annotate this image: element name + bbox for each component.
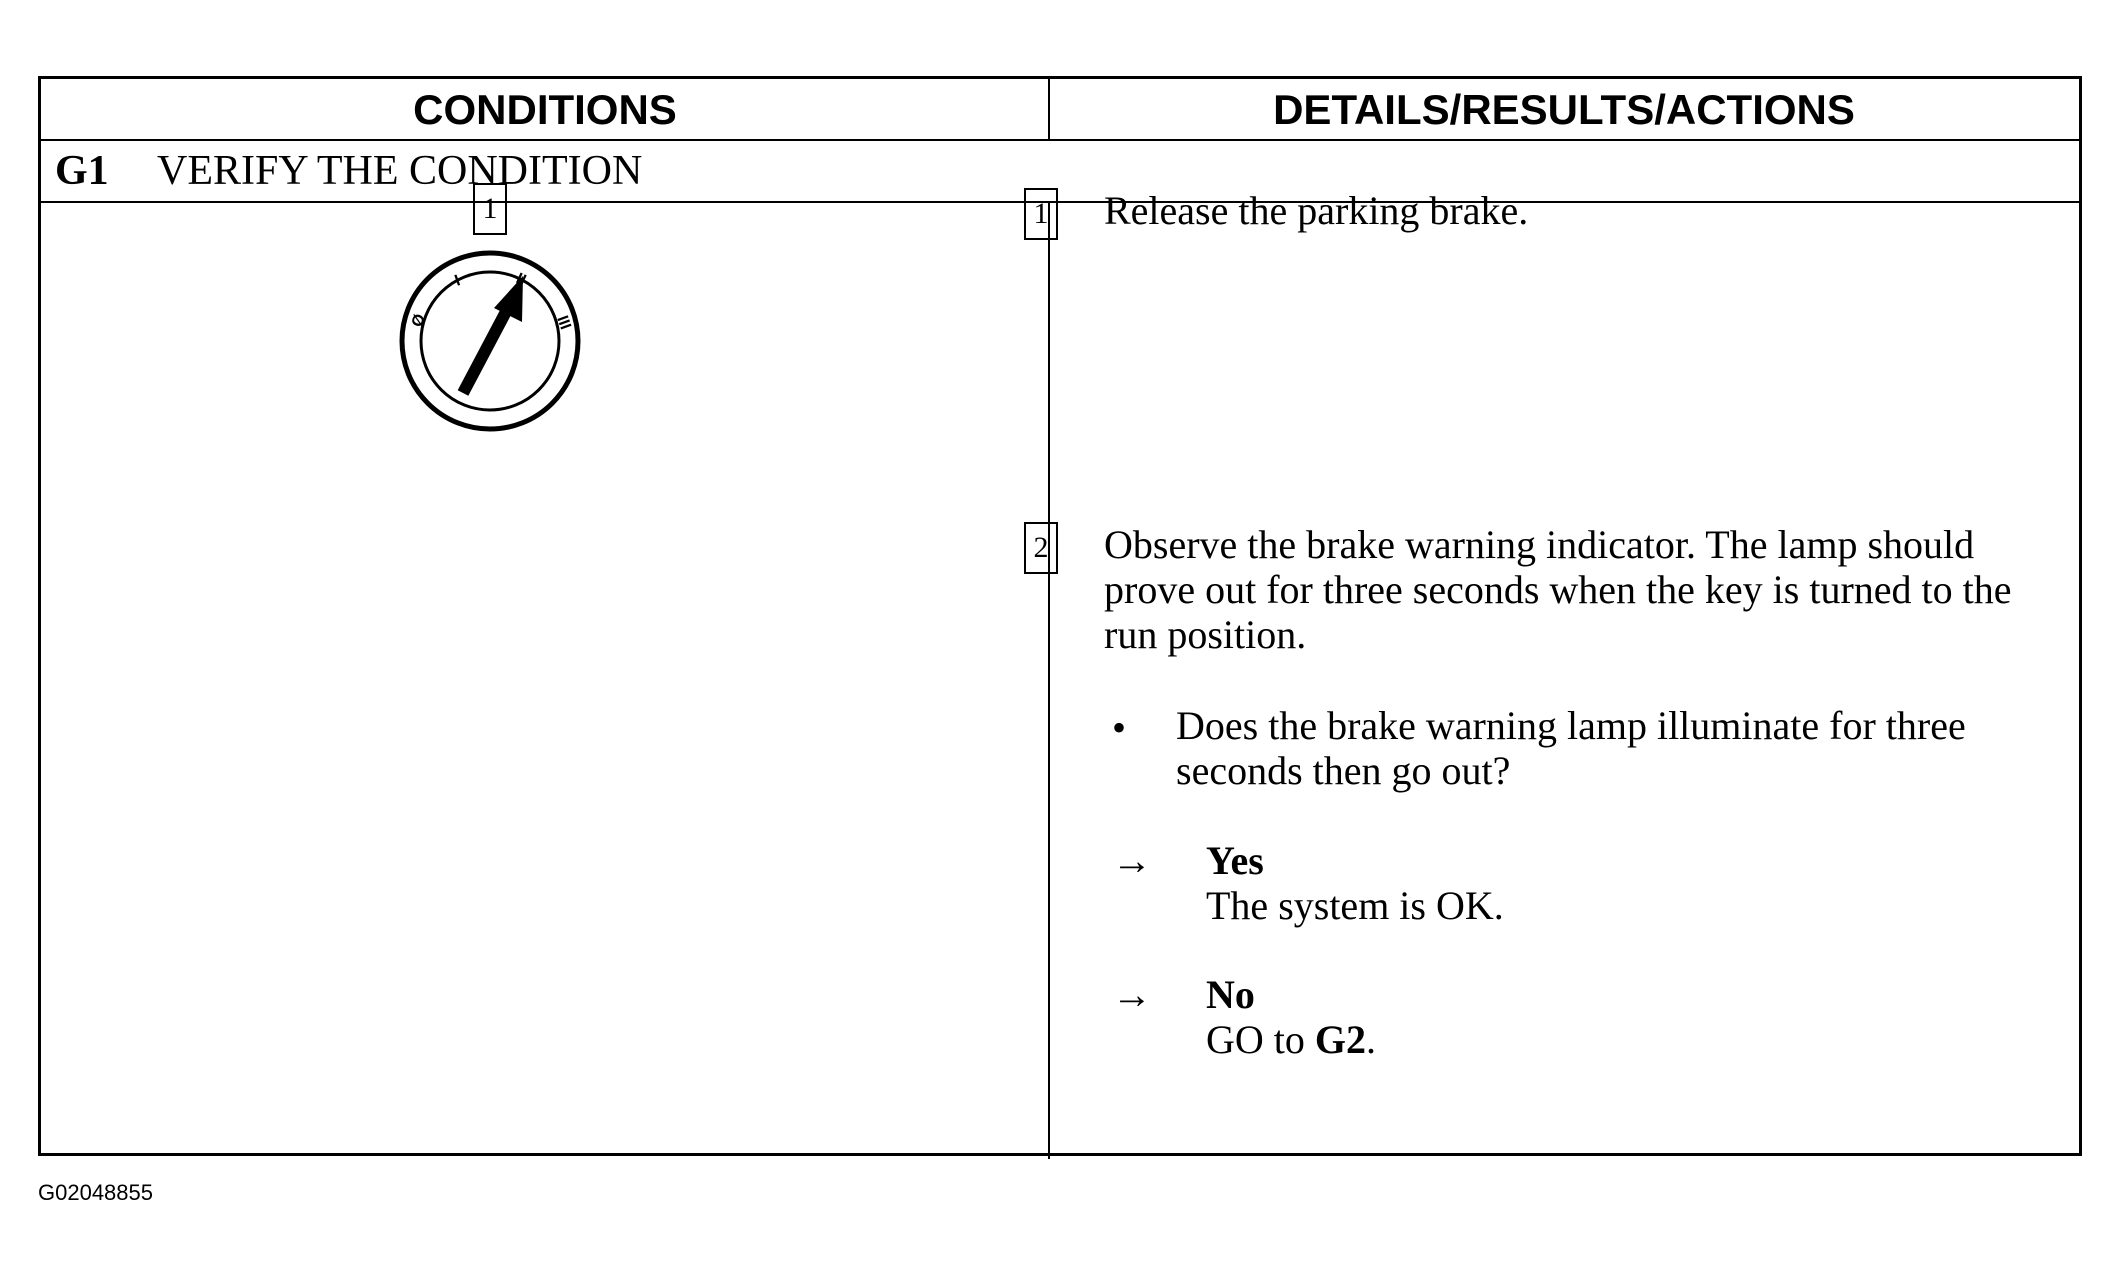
conditions-header: CONDITIONS (413, 86, 677, 133)
yes-label: Yes (1206, 838, 1264, 883)
column-divider (1048, 203, 1050, 1159)
no-arrow-icon: → (1112, 972, 1152, 1017)
dial-label-off: Ø (409, 312, 429, 330)
yes-arrow-icon: → (1112, 838, 1152, 883)
action-text-1: Release the parking brake. (1104, 188, 1529, 233)
step-title: VERIFY THE CONDITION (157, 148, 643, 194)
ignition-key-run-position-icon: Ø I II III (399, 250, 581, 432)
dial-label-acc: I (453, 272, 463, 289)
header-divider (1048, 79, 1050, 141)
table-header-row: CONDITIONS DETAILS/RESULTS/ACTIONS (41, 79, 2079, 141)
details-header: DETAILS/RESULTS/ACTIONS (1273, 86, 1855, 133)
yes-result-text: The system is OK. (1206, 883, 1504, 928)
no-result-prefix: GO to (1206, 1017, 1315, 1062)
no-result-text: GO to G2. (1206, 1017, 1376, 1062)
no-label: No (1206, 972, 1255, 1017)
step-id: G1 (55, 148, 109, 194)
condition-number-box: 1 (473, 183, 507, 235)
step-title-row: G1 VERIFY THE CONDITION (41, 141, 2079, 203)
action-text-2: Observe the brake warning indicator. The… (1104, 522, 2012, 657)
go-to-step-link[interactable]: G2 (1314, 1017, 1367, 1062)
dial-label-start: III (553, 314, 574, 332)
bullet-icon: • (1112, 705, 1127, 750)
no-result-suffix: . (1366, 1017, 1377, 1062)
action-number-box-2: 2 (1024, 522, 1058, 574)
figure-code: G02048855 (38, 1180, 153, 1205)
procedure-table: CONDITIONS DETAILS/RESULTS/ACTIONS G1 VE… (38, 76, 2082, 1159)
action-number-box-1: 1 (1024, 188, 1058, 240)
question-text: Does the brake warning lamp illuminate f… (1176, 703, 1966, 793)
